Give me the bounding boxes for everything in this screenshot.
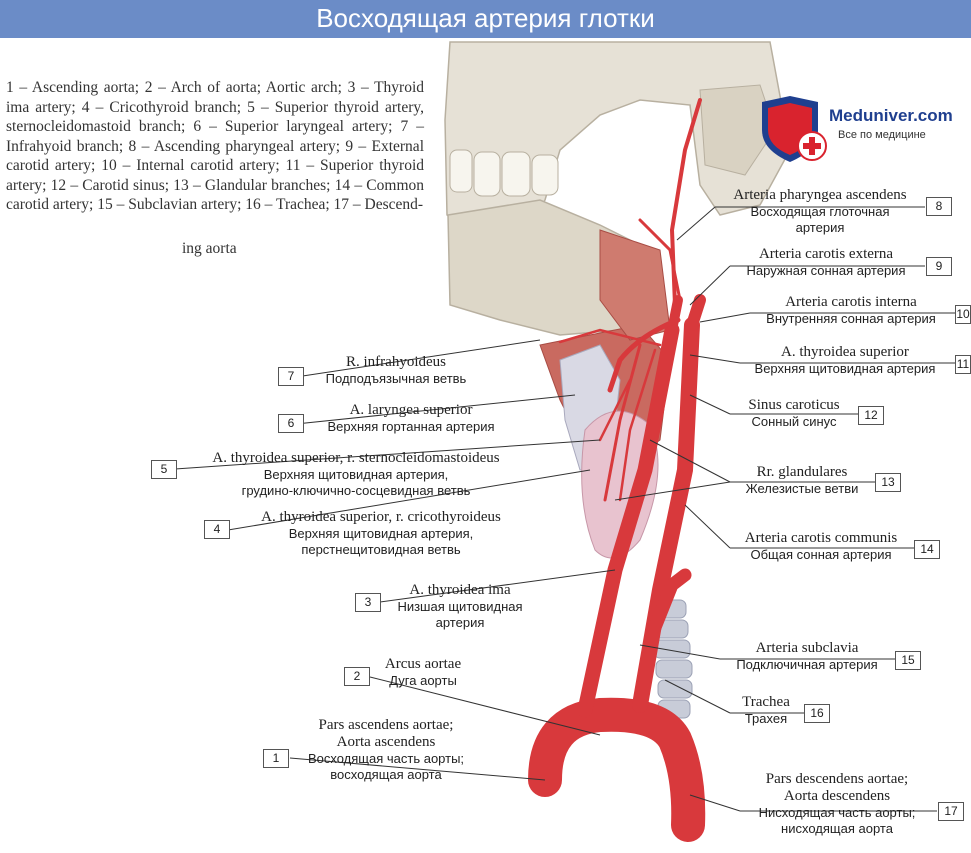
label-number-12: 12 bbox=[858, 406, 884, 425]
label-superior-thyroid-artery: A. thyroidea superior Верхняя щитовидная… bbox=[736, 344, 954, 377]
label-number-9: 9 bbox=[926, 257, 952, 276]
label-latin: Rr. glandulares bbox=[756, 464, 848, 480]
label-latin: R. infrahyoideus bbox=[346, 354, 446, 370]
title-bar: Восходящая артерия глотки bbox=[0, 0, 971, 38]
label-latin-2: Aorta ascendens bbox=[336, 734, 436, 750]
label-thyroid-ima-artery: A. thyroidea ima Низшая щитовидная артер… bbox=[380, 582, 540, 631]
label-latin: Arcus aortae bbox=[384, 656, 462, 672]
label-russian: Восходящая часть аорты; bbox=[307, 751, 465, 766]
label-latin: A. thyroidea superior, r. sternocleidoma… bbox=[212, 450, 500, 466]
label-latin: Pars descendens aortae; bbox=[765, 771, 909, 787]
mastoid-illustration bbox=[699, 84, 776, 176]
label-number-4: 4 bbox=[204, 520, 230, 539]
teeth-illustration bbox=[449, 149, 559, 197]
label-number-3: 3 bbox=[355, 593, 381, 612]
shield-logo-icon bbox=[762, 96, 827, 162]
label-internal-carotid-artery: Arteria carotis interna Внутренняя сонна… bbox=[748, 294, 954, 327]
label-russian: Подподъязычная ветвь bbox=[325, 371, 467, 386]
label-russian: Верхняя гортанная артерия bbox=[327, 419, 495, 434]
label-latin: Trachea bbox=[742, 694, 790, 710]
label-infrahyoid-branch: R. infrahyoideus Подподъязычная ветвь bbox=[296, 354, 496, 387]
label-number-11: 11 bbox=[955, 355, 971, 374]
label-russian: Железистые ветви bbox=[745, 481, 859, 496]
label-number-15: 15 bbox=[895, 651, 921, 670]
label-russian-2: нисходящая аорта bbox=[781, 821, 893, 836]
artery-tree-illustration bbox=[528, 98, 706, 842]
label-number-14: 14 bbox=[914, 540, 940, 559]
label-russian: Восходящая глоточная bbox=[750, 204, 890, 219]
label-number-8: 8 bbox=[926, 197, 952, 216]
label-russian: Внутренняя сонная артерия bbox=[766, 311, 936, 326]
label-latin: Arteria pharyngea ascendens bbox=[733, 187, 907, 203]
label-russian: Верхняя щитовидная артерия, bbox=[263, 467, 449, 482]
label-latin: Pars ascendens aortae; bbox=[318, 717, 454, 733]
label-russian: Верхняя щитовидная артерия bbox=[754, 361, 936, 376]
label-russian: Верхняя щитовидная артерия, bbox=[288, 526, 474, 541]
label-glandular-branches: Rr. glandulares Железистые ветви bbox=[730, 464, 874, 497]
label-number-13: 13 bbox=[875, 473, 901, 492]
label-superior-laryngeal-artery: A. laryngea superior Верхняя гортанная а… bbox=[296, 402, 526, 435]
label-russian: Наружная сонная артерия bbox=[746, 263, 906, 278]
label-russian: Нисходящая часть аорты; bbox=[758, 805, 916, 820]
label-russian: Низшая щитовидная bbox=[397, 599, 523, 614]
label-latin: A. thyroidea superior bbox=[781, 344, 909, 360]
label-russian-2: артерия bbox=[795, 220, 845, 235]
label-russian-2: грудино-ключично-сосцевидная ветвь bbox=[241, 483, 471, 498]
label-number-5: 5 bbox=[151, 460, 177, 479]
label-sternocleidomastoid-branch: A. thyroidea superior, r. sternocleidoma… bbox=[176, 450, 536, 499]
label-latin: A. thyroidea ima bbox=[409, 582, 511, 598]
label-external-carotid-artery: Arteria carotis externa Наружная сонная … bbox=[728, 246, 924, 279]
label-latin: Arteria carotis interna bbox=[785, 294, 917, 310]
label-common-carotid-artery: Arteria carotis communis Общая сонная ар… bbox=[728, 530, 914, 563]
label-cricothyroid-branch: A. thyroidea superior, r. cricothyroideu… bbox=[228, 509, 534, 558]
label-latin: Sinus caroticus bbox=[748, 397, 840, 413]
label-latin: A. thyroidea superior, r. cricothyroideu… bbox=[261, 509, 501, 525]
label-russian: Дуга аорты bbox=[389, 673, 457, 688]
logo-name: Meduniver.com bbox=[829, 106, 953, 125]
label-number-10: 10 bbox=[955, 305, 971, 324]
label-russian-2: восходящая аорта bbox=[330, 767, 442, 782]
label-number-7: 7 bbox=[278, 367, 304, 386]
label-number-17: 17 bbox=[938, 802, 964, 821]
label-russian: Трахея bbox=[744, 711, 788, 726]
label-aortic-arch: Arcus aortae Дуга аорты bbox=[370, 656, 476, 689]
legend-text-end: ing aorta bbox=[182, 240, 237, 257]
label-ascending-pharyngeal-artery: Arteria pharyngea ascendens Восходящая г… bbox=[715, 187, 925, 236]
label-number-6: 6 bbox=[278, 414, 304, 433]
label-latin-2: Aorta descendens bbox=[783, 788, 891, 804]
label-russian: Общая сонная артерия bbox=[750, 547, 892, 562]
label-trachea: Trachea Трахея bbox=[728, 694, 804, 727]
label-carotid-sinus: Sinus caroticus Сонный синус bbox=[730, 397, 858, 430]
label-russian-2: перстнещитовидная ветвь bbox=[301, 542, 461, 557]
label-latin: Arteria subclavia bbox=[755, 640, 859, 656]
label-russian-2: артерия bbox=[435, 615, 485, 630]
label-russian: Подключичная артерия bbox=[736, 657, 878, 672]
label-russian: Сонный синус bbox=[751, 414, 837, 429]
label-latin: Arteria carotis externa bbox=[758, 246, 894, 262]
label-number-16: 16 bbox=[804, 704, 830, 723]
label-number-2: 2 bbox=[344, 667, 370, 686]
label-descending-aorta: Pars descendens aortae; Aorta descendens… bbox=[738, 771, 936, 837]
label-ascending-aorta: Pars ascendens aortae; Aorta ascendens В… bbox=[288, 717, 484, 783]
label-number-1: 1 bbox=[263, 749, 289, 768]
leader-lines bbox=[174, 206, 955, 812]
page-title: Восходящая артерия глотки bbox=[316, 3, 655, 33]
logo-tagline: Все по медицине bbox=[838, 129, 926, 141]
label-latin: Arteria carotis communis bbox=[744, 530, 898, 546]
legend-text: 1 – Ascending aorta; 2 – Arch of aorta; … bbox=[6, 79, 424, 213]
label-subclavian-artery: Arteria subclavia Подключичная артерия bbox=[720, 640, 894, 673]
thyroid-gland-illustration bbox=[581, 410, 659, 559]
label-latin: A. laryngea superior bbox=[349, 402, 473, 418]
